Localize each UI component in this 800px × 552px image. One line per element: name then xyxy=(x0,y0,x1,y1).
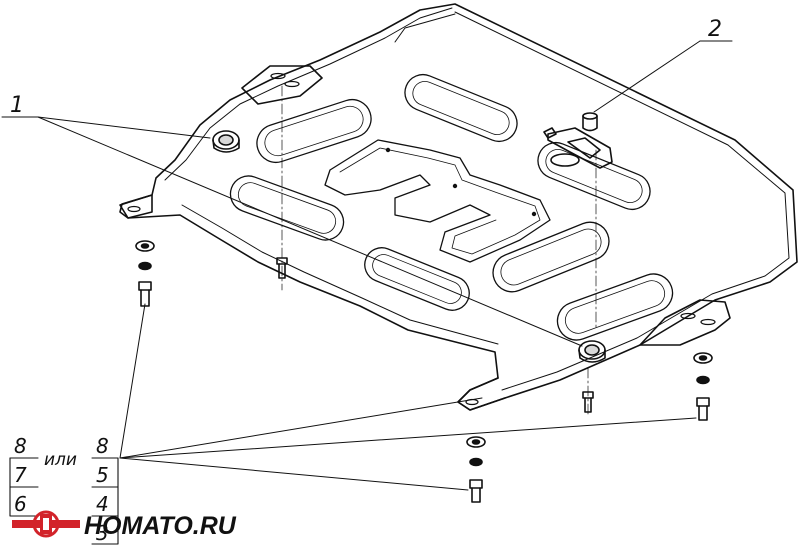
bolt-axis-lines xyxy=(281,85,597,416)
skid-plate-outline xyxy=(119,3,798,411)
top-left-mount-tab xyxy=(241,65,323,105)
captive-bracket xyxy=(543,127,613,169)
bolt-center-right xyxy=(582,391,594,413)
fastener-table xyxy=(9,457,119,545)
table-separator: или xyxy=(44,450,77,470)
stiffening-ribs xyxy=(229,73,674,341)
central-serpentine-stamping xyxy=(324,139,551,263)
fastener-stack-right xyxy=(693,352,713,421)
table-left-row-1: 8 xyxy=(14,434,27,458)
watermark-text: HOMATO.RU xyxy=(84,512,237,540)
table-right-row-4: 3 xyxy=(96,521,109,545)
watermark-logo: HOMATO.RU xyxy=(12,510,237,540)
table-right-row-2: 5 xyxy=(96,463,109,487)
callout-1: 1 xyxy=(10,93,24,118)
front-edge xyxy=(181,13,499,345)
plate-grommet-right xyxy=(578,340,606,363)
bottom-mount-tab xyxy=(457,377,506,411)
table-left-row-3: 6 xyxy=(14,492,27,516)
left-mount-tab xyxy=(119,194,153,219)
fastener-stack-left xyxy=(135,240,155,307)
bolt-center-left xyxy=(276,257,288,279)
table-right-row-3: 4 xyxy=(96,492,109,516)
skid-plate-rim xyxy=(164,7,790,391)
fastener-stack-bottom xyxy=(466,436,486,503)
table-left-row-2: 7 xyxy=(14,463,27,487)
captive-nut xyxy=(582,112,598,132)
plate-grommet-left xyxy=(212,130,240,153)
leader-lines xyxy=(1,40,733,491)
plate-holes xyxy=(385,147,537,217)
right-mount-tab xyxy=(639,299,731,346)
callout-2: 2 xyxy=(708,17,722,42)
table-right-row-1: 8 xyxy=(96,434,109,458)
watermark-emblem-icon xyxy=(12,510,80,538)
